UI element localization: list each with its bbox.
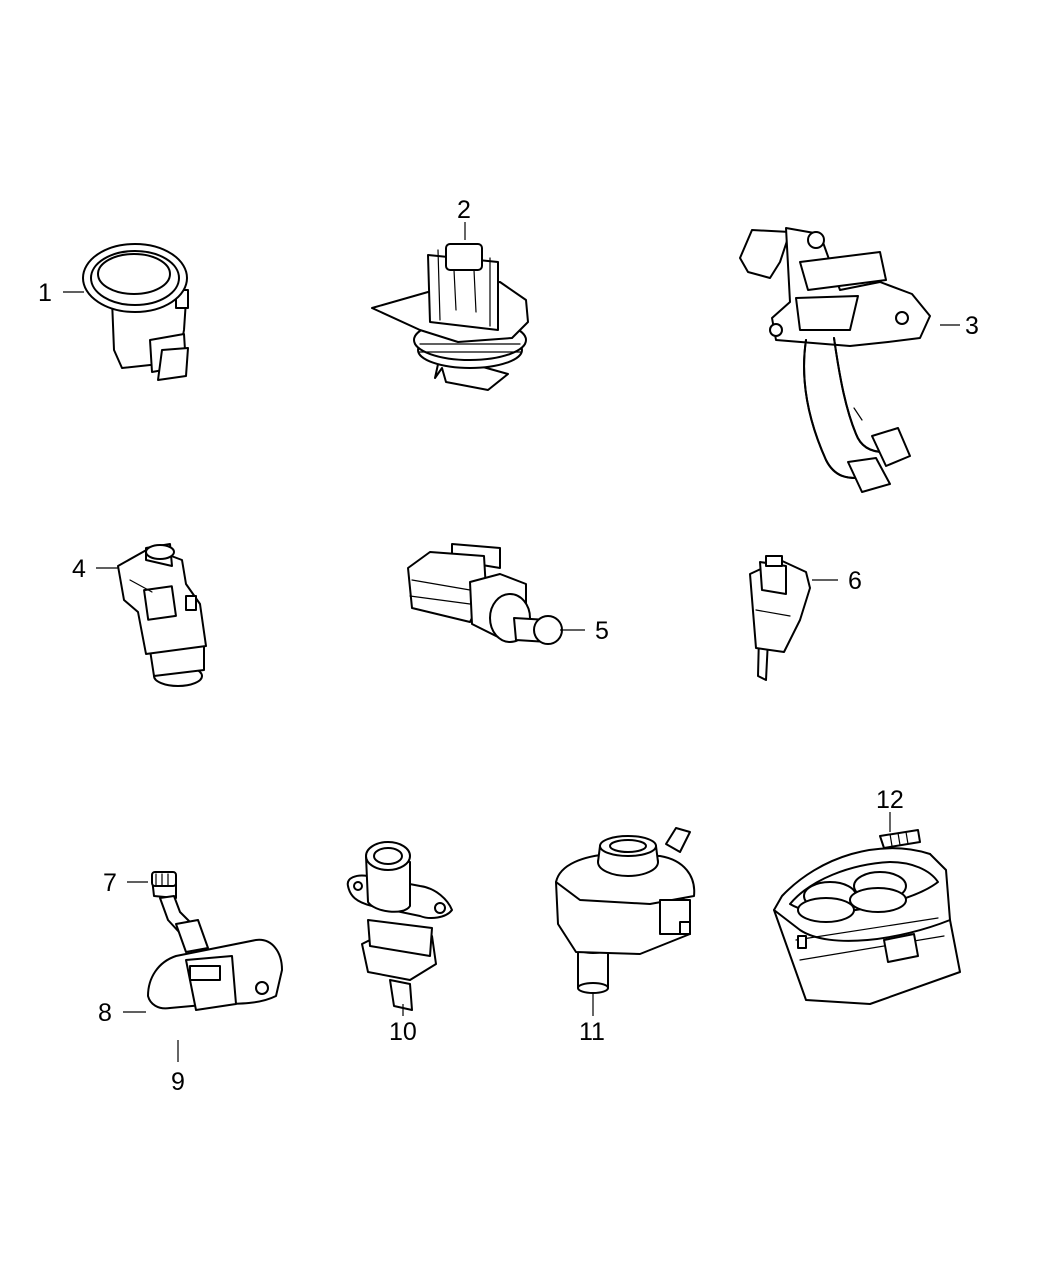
part-2-drawing [371, 243, 529, 391]
callout-9: 9 [171, 1068, 185, 1096]
callout-8: 8 [98, 999, 112, 1027]
callout-3: 3 [965, 312, 979, 340]
callout-5: 5 [595, 617, 609, 645]
callout-7: 7 [103, 869, 117, 897]
callout-2: 2 [457, 196, 471, 224]
callout-12: 12 [876, 786, 904, 814]
part-6-drawing [749, 555, 811, 681]
part-11-drawing [555, 827, 696, 994]
part-5-drawing [407, 543, 563, 645]
callout-4: 4 [72, 555, 86, 583]
part-3-drawing [739, 227, 931, 493]
part-7-8-9-drawing [147, 871, 283, 1011]
part-10-drawing [346, 841, 453, 1011]
callout-10: 10 [389, 1018, 417, 1046]
part-4-drawing [117, 543, 207, 687]
part-1-drawing [82, 243, 189, 381]
part-12-drawing [773, 829, 961, 1005]
callout-11: 11 [579, 1018, 605, 1046]
callout-1: 1 [38, 279, 52, 307]
callout-6: 6 [848, 567, 862, 595]
